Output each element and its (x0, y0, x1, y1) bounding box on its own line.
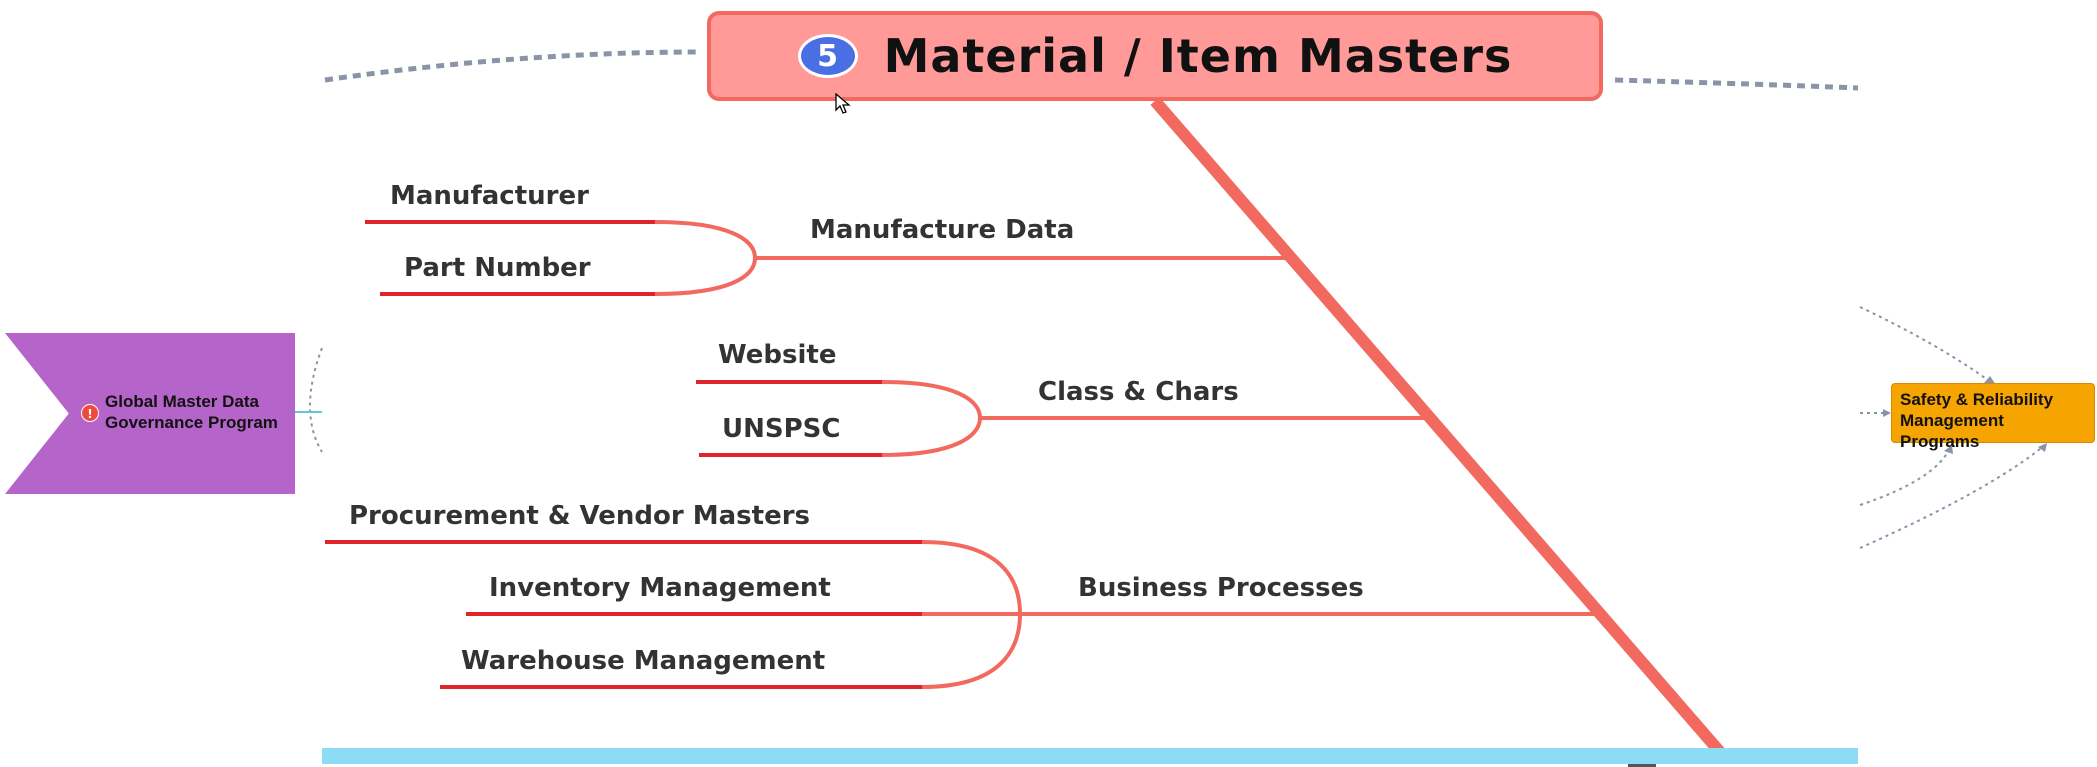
leaf-unspsc: UNSPSC (722, 414, 840, 444)
right-node-line1: Safety & Reliability (1900, 390, 2054, 409)
global-master-data-node[interactable]: ! Global Master Data Governance Program (5, 333, 295, 494)
bottom-band-marker (1628, 764, 1656, 767)
leaf-website: Website (718, 340, 836, 370)
left-arc-connector (309, 347, 323, 453)
leaf-warehouse-management: Warehouse Management (461, 646, 825, 676)
branch-label-class-chars: Class & Chars (1038, 377, 1239, 407)
left-node-line2: Governance Program (105, 413, 278, 432)
branch-label-business-processes: Business Processes (1078, 573, 1364, 603)
main-topic-title[interactable]: 5 Material / Item Masters (707, 11, 1603, 101)
bottom-band (322, 748, 1858, 764)
topic-number-badge: 5 (797, 34, 858, 78)
alert-icon: ! (81, 404, 99, 422)
branch-business-processes: Business Processes Procurement & Vendor … (325, 501, 1595, 689)
leaf-manufacturer: Manufacturer (390, 181, 589, 211)
left-node-line1: Global Master Data (105, 392, 259, 411)
leaf-part-number: Part Number (404, 253, 591, 283)
branch-manufacture-data: Manufacture Data Manufacturer Part Numbe… (365, 181, 1285, 296)
branch-class-chars: Class & Chars Website UNSPSC (696, 340, 1425, 457)
topic-title-text: Material / Item Masters (883, 29, 1513, 83)
right-arrowheads (1883, 376, 2047, 454)
right-node-line2: Management Programs (1900, 411, 2004, 451)
leaf-inventory-management: Inventory Management (489, 573, 831, 603)
main-spine (1150, 97, 1725, 756)
branch-label-manufacture-data: Manufacture Data (810, 215, 1074, 245)
dotted-connector-right (1614, 77, 1859, 91)
dotted-connector-left (324, 49, 701, 83)
mouse-cursor-icon (835, 93, 851, 114)
left-node-label: Global Master Data Governance Program (105, 391, 295, 433)
safety-reliability-node[interactable]: Safety & Reliability Management Programs (1891, 383, 2095, 451)
leaf-procurement-vendor-masters: Procurement & Vendor Masters (349, 501, 810, 531)
